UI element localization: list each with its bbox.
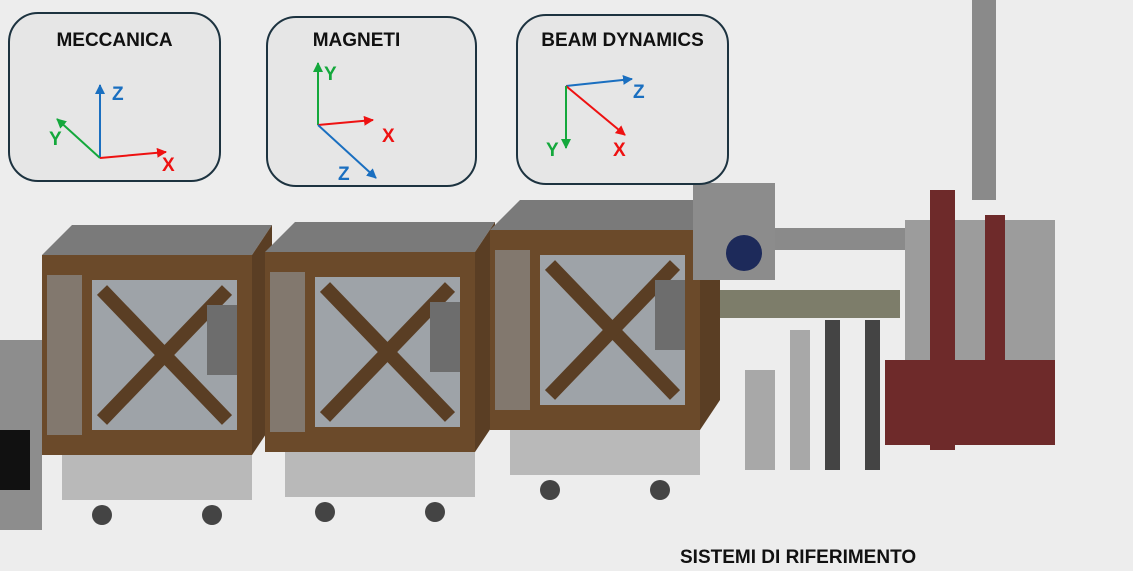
- frame-title: MAGNETI: [312, 30, 401, 51]
- x-label: X: [613, 140, 626, 161]
- z-label: Z: [633, 82, 645, 103]
- x-label: X: [382, 126, 395, 147]
- dump-support: [930, 190, 955, 450]
- frame-beam-dynamics: BEAM DYNAMICS: [516, 14, 729, 185]
- left-panel: [0, 430, 30, 490]
- support-stand: [745, 370, 775, 470]
- y-label: Y: [546, 140, 559, 161]
- y-axis-arrow: [56, 118, 101, 159]
- x-axis-arrow: [99, 147, 167, 159]
- viewport: [726, 235, 762, 271]
- x-axis-arrow: [317, 115, 374, 126]
- y-label: Y: [49, 129, 62, 150]
- z-axis-arrow: [317, 124, 377, 179]
- z-label: Z: [112, 84, 124, 105]
- frame-title: BEAM DYNAMICS: [541, 30, 704, 51]
- support-stand: [790, 330, 810, 470]
- vertical-pipe: [972, 0, 996, 200]
- x-axis-arrow: [565, 85, 626, 136]
- caption: SISTEMI DI RIFERIMENTO: [680, 547, 917, 568]
- z-axis-arrow: [565, 74, 633, 87]
- z-label: Z: [338, 164, 350, 185]
- frame-meccanica: MECCANICA: [8, 12, 221, 182]
- beamline-components: [720, 290, 900, 318]
- frame-title: MECCANICA: [56, 30, 173, 51]
- frame-magneti: MAGNETI: [266, 16, 477, 187]
- support-stand: [825, 320, 840, 470]
- dump-base: [885, 360, 1055, 445]
- dump-support: [985, 215, 1005, 440]
- support-stand: [865, 320, 880, 470]
- y-label: Y: [324, 64, 337, 85]
- x-label: X: [162, 155, 175, 176]
